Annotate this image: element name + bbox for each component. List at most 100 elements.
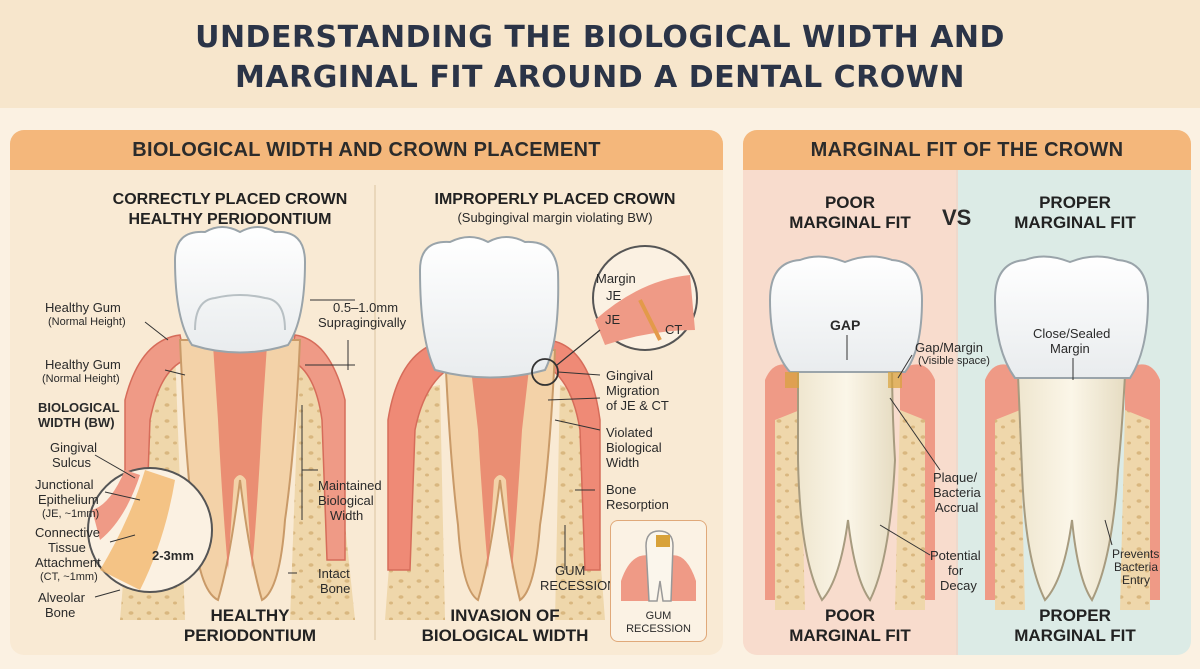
bone-resorption-label-2: Resorption (606, 497, 669, 512)
inset-tooth (645, 530, 674, 602)
inset-label-2: RECESSION (626, 623, 691, 635)
sulcus-label-2: Sulcus (52, 455, 92, 470)
improper-label-leaders (547, 371, 601, 570)
correct-caption-1: HEALTHY (210, 606, 290, 625)
improper-caption-2: BIOLOGICAL WIDTH (421, 626, 589, 645)
bone-left (995, 410, 1025, 610)
bw-label-1: BIOLOGICAL (38, 400, 120, 415)
proper-label-leaders (1072, 358, 1113, 546)
decay-label-2: for (948, 563, 964, 578)
poor-caption-1: POOR (824, 606, 876, 625)
supra-label-2: Supragingivally (318, 315, 407, 330)
ct-label-4: (CT, ~1mm) (40, 571, 98, 583)
measure-label: 2-3mm (152, 548, 194, 563)
intact-label-2: Bone (320, 581, 351, 596)
bone-resorption-label-1: Bone (606, 482, 637, 497)
crown (173, 226, 307, 354)
poor-label-leaders (846, 335, 941, 556)
gum-recession-label-1: GUM (555, 563, 586, 578)
marginal-fit-panel-header: MARGINAL FIT OF THE CROWN (743, 130, 1191, 170)
title-line-2: MARGINAL FIT AROUND A DENTAL CROWN (235, 60, 965, 95)
gingival-migration-label-2: Migration (606, 383, 660, 398)
ct-label-3: Attachment (35, 555, 101, 570)
plaque-label-2: Bacteria (933, 485, 981, 500)
magnifier-gum (92, 470, 140, 540)
proper-fit-tooth (985, 255, 1160, 610)
maintained-label-3: Width (330, 508, 364, 523)
decay-label-3: Decay (940, 578, 977, 593)
pulp (470, 355, 530, 570)
prep (797, 359, 897, 602)
gap-margin-label: Gap/Margin (915, 340, 983, 355)
decay-label-1: Potential (930, 548, 981, 563)
zoom-margin-label: Margin (596, 271, 636, 286)
bone-right (895, 410, 925, 610)
gingival-migration-label-1: Gingival (606, 368, 653, 383)
crown (418, 236, 560, 379)
vs-label: VS (942, 205, 972, 230)
correct-heading-2: HEALTHY PERIODONTIUM (128, 211, 332, 228)
violated-bw-label-1: Violated (606, 425, 653, 440)
maintained-label-2: Biological (318, 493, 374, 508)
je-label-3: (JE, ~1mm) (42, 508, 100, 520)
magnifier-detail (100, 470, 175, 590)
poor-fit-tooth (765, 255, 935, 610)
sealed-margin-label-2: Margin (1050, 341, 1090, 356)
proper-heading-2: MARGINAL FIT (1014, 213, 1136, 232)
sulcus-label-1: Gingival (50, 440, 97, 455)
poor-heading-2: MARGINAL FIT (789, 213, 911, 232)
proper-caption-1: PROPER (1039, 606, 1111, 625)
je-label-2: Epithelium (38, 492, 99, 507)
intact-label-1: Intact (318, 566, 350, 581)
je-label-1: Junctional (35, 477, 94, 492)
title-bar (0, 0, 1200, 108)
gum-recession-inset: GUM RECESSION (610, 520, 707, 642)
gum-recession-label-2: RECESSION (540, 578, 617, 593)
gap-margin-sub: (Visible space) (918, 355, 990, 367)
zoom-je-label: JE (605, 312, 621, 327)
improper-heading-1: IMPROPERLY PLACED CROWN (434, 191, 676, 208)
zoom-ct (638, 299, 662, 341)
poor-caption-2: MARGINAL FIT (789, 626, 911, 645)
correct-caption-2: PERIODONTIUM (183, 626, 317, 645)
inset-label-1: GUM (645, 610, 672, 622)
plaque-label-3: Accrual (935, 500, 979, 515)
inset-gum (621, 555, 651, 601)
violated-bw-label-3: Width (606, 455, 640, 470)
supra-label-1: 0.5–1.0mm (333, 300, 399, 315)
maintained-label-1: Maintained (318, 478, 382, 493)
correct-label-leaders (94, 299, 355, 598)
gap-label: GAP (830, 317, 861, 333)
zoom-ct-label: CT (665, 322, 683, 337)
violated-bw-label-2: Biological (606, 440, 662, 455)
zoom-je-label-top: JE (606, 288, 622, 303)
crown-inner (194, 294, 286, 331)
improper-crown-tooth (385, 236, 698, 620)
ct-label-1: Connective (35, 525, 101, 540)
improper-caption-1: INVASION OF (450, 606, 560, 625)
crown (993, 255, 1150, 379)
crown (768, 255, 924, 373)
zoom-leader (556, 329, 601, 366)
gingival-migration-label-3: of JE & CT (606, 398, 669, 413)
bone-right (1120, 410, 1150, 610)
plaque-label-1: Plaque/ (933, 470, 978, 485)
gap-right (888, 372, 902, 388)
proper-caption-2: MARGINAL FIT (1014, 626, 1136, 645)
prevents-label-2: Bacteria (1114, 560, 1159, 574)
gap-left (785, 372, 799, 388)
poor-heading-1: POOR (824, 193, 876, 212)
healthy-gum-label-1: Healthy Gum (45, 300, 121, 315)
proper-heading-1: PROPER (1039, 193, 1111, 212)
healthy-gum-sub-2: (Normal Height) (42, 373, 120, 385)
alveolar-bone-label-1: Alveolar (38, 590, 85, 605)
bw-label-2: WIDTH (BW) (38, 415, 115, 430)
prevents-label-3: Entry (1122, 573, 1151, 587)
correct-crown-tooth (87, 226, 355, 620)
alveolar-bone-label-2: Bone (45, 605, 76, 620)
biological-width-panel-header: BIOLOGICAL WIDTH AND CROWN PLACEMENT (10, 130, 723, 170)
improper-heading-2: (Subgingival margin violating BW) (457, 210, 653, 225)
inset-crown-margin (656, 535, 670, 547)
root (1016, 374, 1127, 602)
